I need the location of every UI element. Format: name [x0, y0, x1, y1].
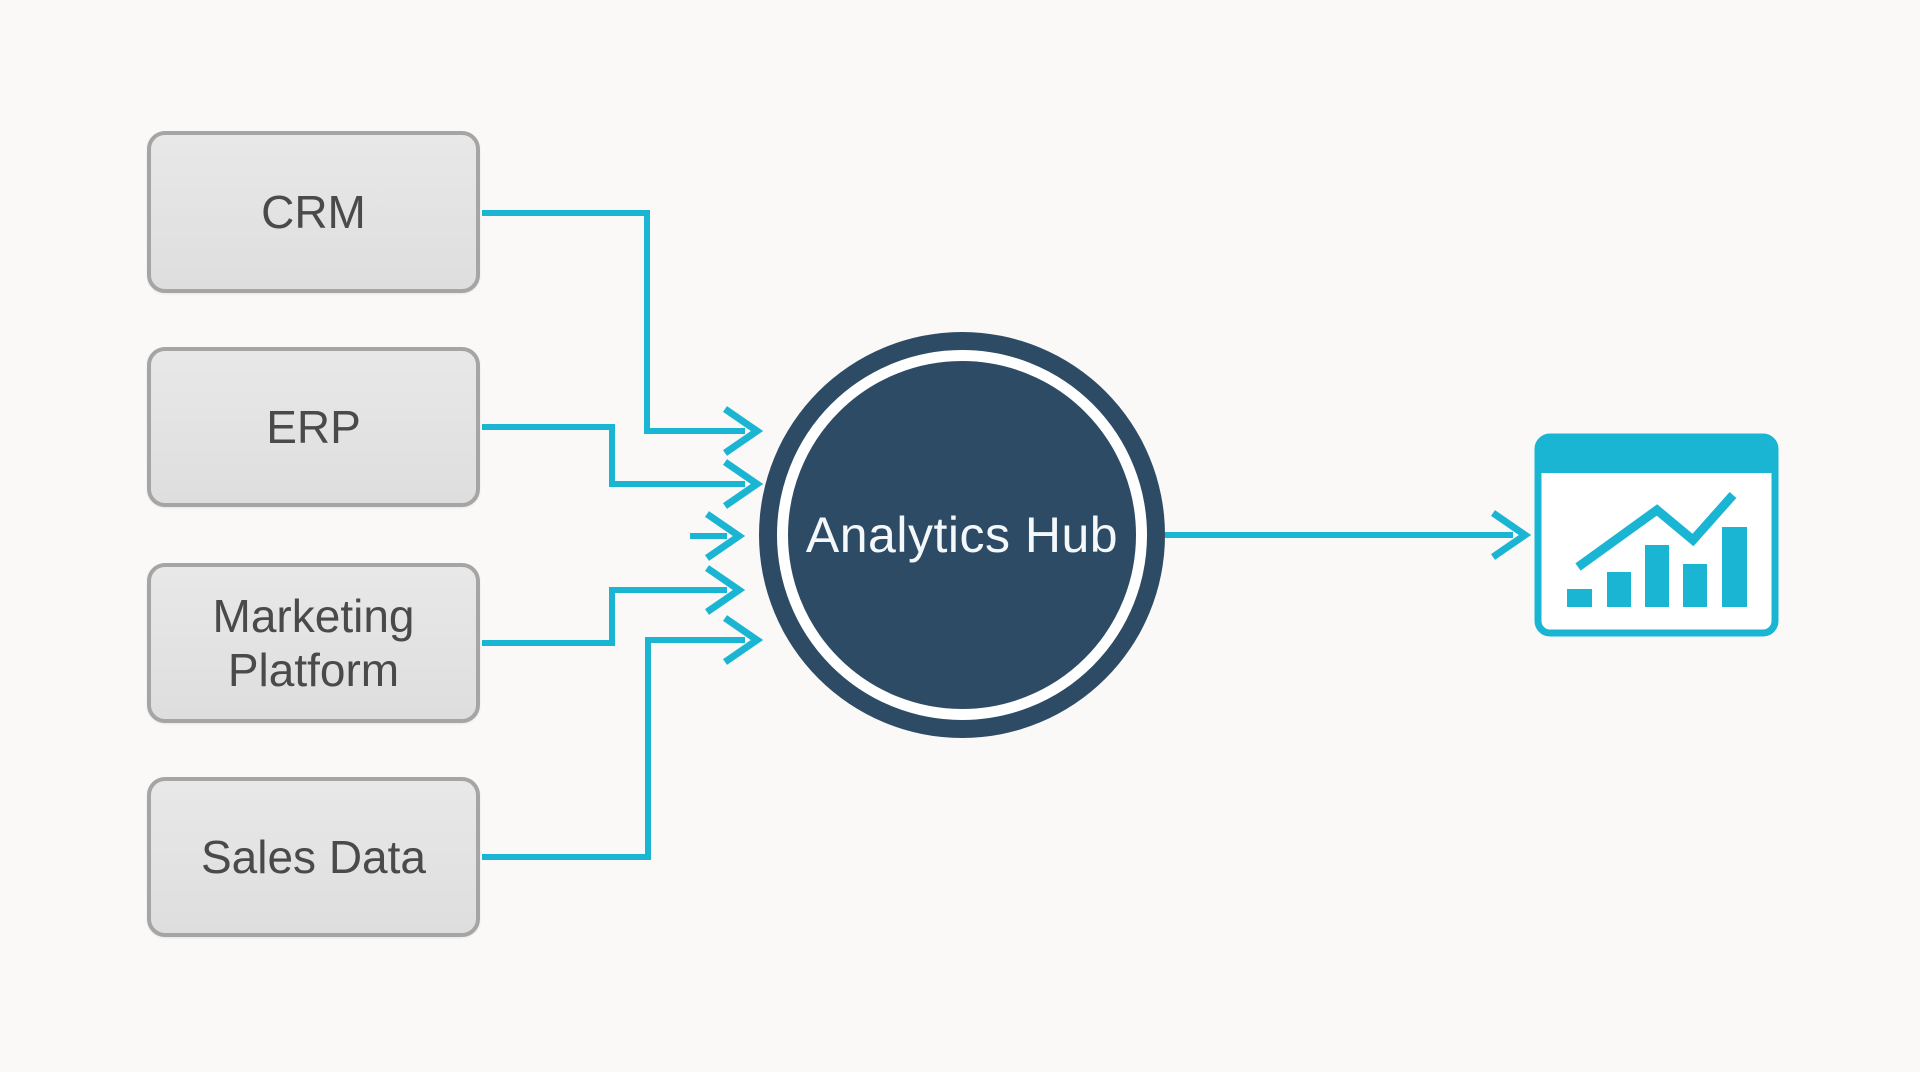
arrow-marketing-to-hub: [482, 587, 727, 646]
source-label-sales-data: Sales Data: [200, 830, 426, 883]
mini-bar-1: [1567, 589, 1592, 607]
dashboard-header-bar: [1538, 438, 1775, 473]
mini-bar-2: [1607, 572, 1631, 607]
arrowhead-marketing-icon: [705, 565, 746, 615]
source-label-crm: CRM: [261, 185, 366, 238]
arrowhead-erp-icon: [723, 459, 764, 509]
source-label-marketing-platform: Marketing Platform: [212, 589, 415, 696]
source-node-sales-data: Sales Data: [147, 777, 480, 937]
hub-node: Analytics Hub: [759, 332, 1165, 738]
arrowhead-sales-icon: [723, 615, 764, 665]
source-node-marketing-platform: Marketing Platform: [147, 563, 480, 723]
arrow-erp-to-hub: [482, 424, 745, 487]
arrow-sales-to-hub: [482, 637, 745, 860]
arrowhead-output-icon: [1491, 510, 1532, 560]
arrowhead-crm-icon: [723, 406, 764, 456]
mini-bar-3: [1645, 545, 1669, 607]
source-node-crm: CRM: [147, 131, 480, 293]
mini-bar-4: [1683, 564, 1707, 607]
source-node-erp: ERP: [147, 347, 480, 507]
source-label-erp: ERP: [266, 400, 361, 453]
hub-label: Analytics Hub: [805, 507, 1119, 563]
mini-trend-line: [1575, 492, 1737, 571]
arrow-crm-to-hub: [482, 210, 745, 434]
dashboard-chart-icon: [1534, 433, 1779, 637]
arrowhead-center-icon: [705, 511, 746, 561]
dashboard-frame: [1534, 433, 1779, 637]
mini-bar-5: [1722, 527, 1747, 607]
